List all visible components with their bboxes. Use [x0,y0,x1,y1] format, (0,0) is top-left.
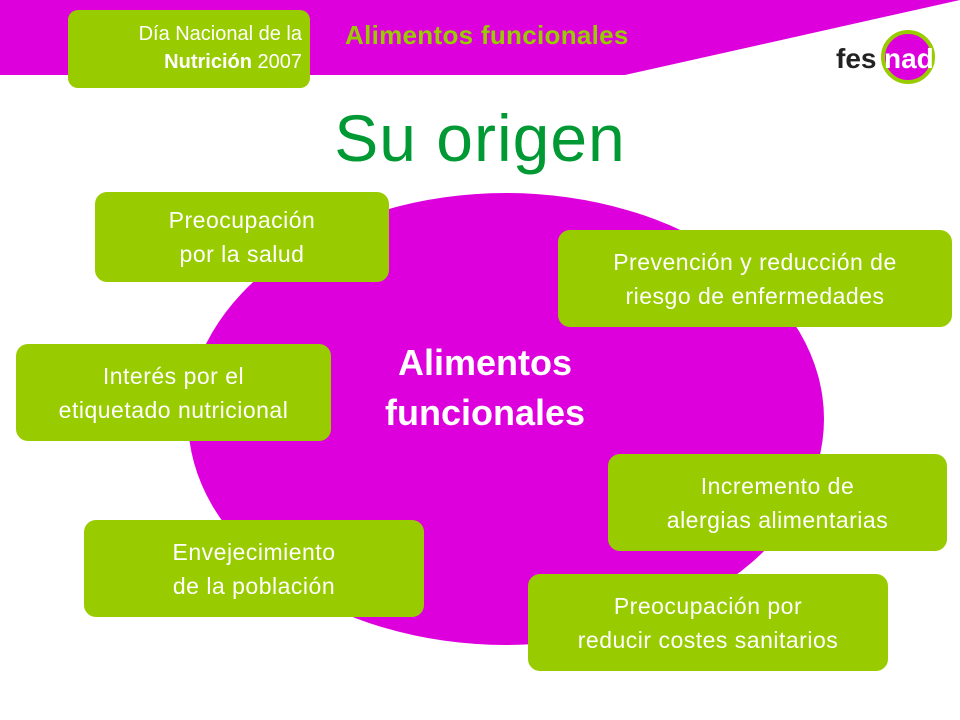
page-title: Su origen [334,101,626,175]
badge-line2-bold: Nutrición [164,51,252,73]
logo-text-nad: nad [884,43,934,74]
center-label-line1: Alimentos [397,342,573,383]
factor-box-line2: por la salud [179,241,305,267]
logo-text-fes: fes [836,43,876,74]
factor-box-nutrition-labeling: Interés por el etiquetado nutricional [16,344,331,441]
factor-box-health-costs: Preocupación por reducir costes sanitari… [528,574,888,671]
factor-box-line1: Prevención y reducción de [613,248,897,275]
factor-box-food-allergies: Incremento de alergias alimentarias [608,454,947,551]
badge-line1: Día Nacional de la [138,23,302,45]
factor-box-line1: Preocupación [168,207,316,233]
header-title: Alimentos funcionales [345,20,629,50]
factor-box-line2: reducir costes sanitarios [577,626,839,653]
event-badge: Día Nacional de la Nutrición 2007 [68,10,310,88]
factor-box-line1: Preocupación por [613,592,803,619]
factor-box-health-concern: Preocupación por la salud [95,192,389,282]
factor-box-line1: Envejecimiento [172,538,336,565]
factor-box-disease-prevention: Prevención y reducción de riesgo de enfe… [558,230,952,327]
badge-line2: Nutrición 2007 [68,48,302,76]
fesnad-logo: fes nad [836,30,935,84]
factor-box-line1: Interés por el [102,362,245,389]
factor-box-line2: alergias alimentarias [666,506,889,533]
logo-circle [881,30,935,84]
factor-box-line2: de la población [172,572,336,599]
badge-line2-rest: 2007 [251,51,302,73]
factor-box-line1: Incremento de [700,472,855,499]
center-label: Alimentos funcionales [330,338,640,438]
center-label-line2: funcionales [384,392,586,433]
factor-box-line2: riesgo de enfermedades [625,282,885,309]
factor-box-population-aging: Envejecimiento de la población [84,520,424,617]
factor-box-line2: etiquetado nutricional [58,396,289,423]
